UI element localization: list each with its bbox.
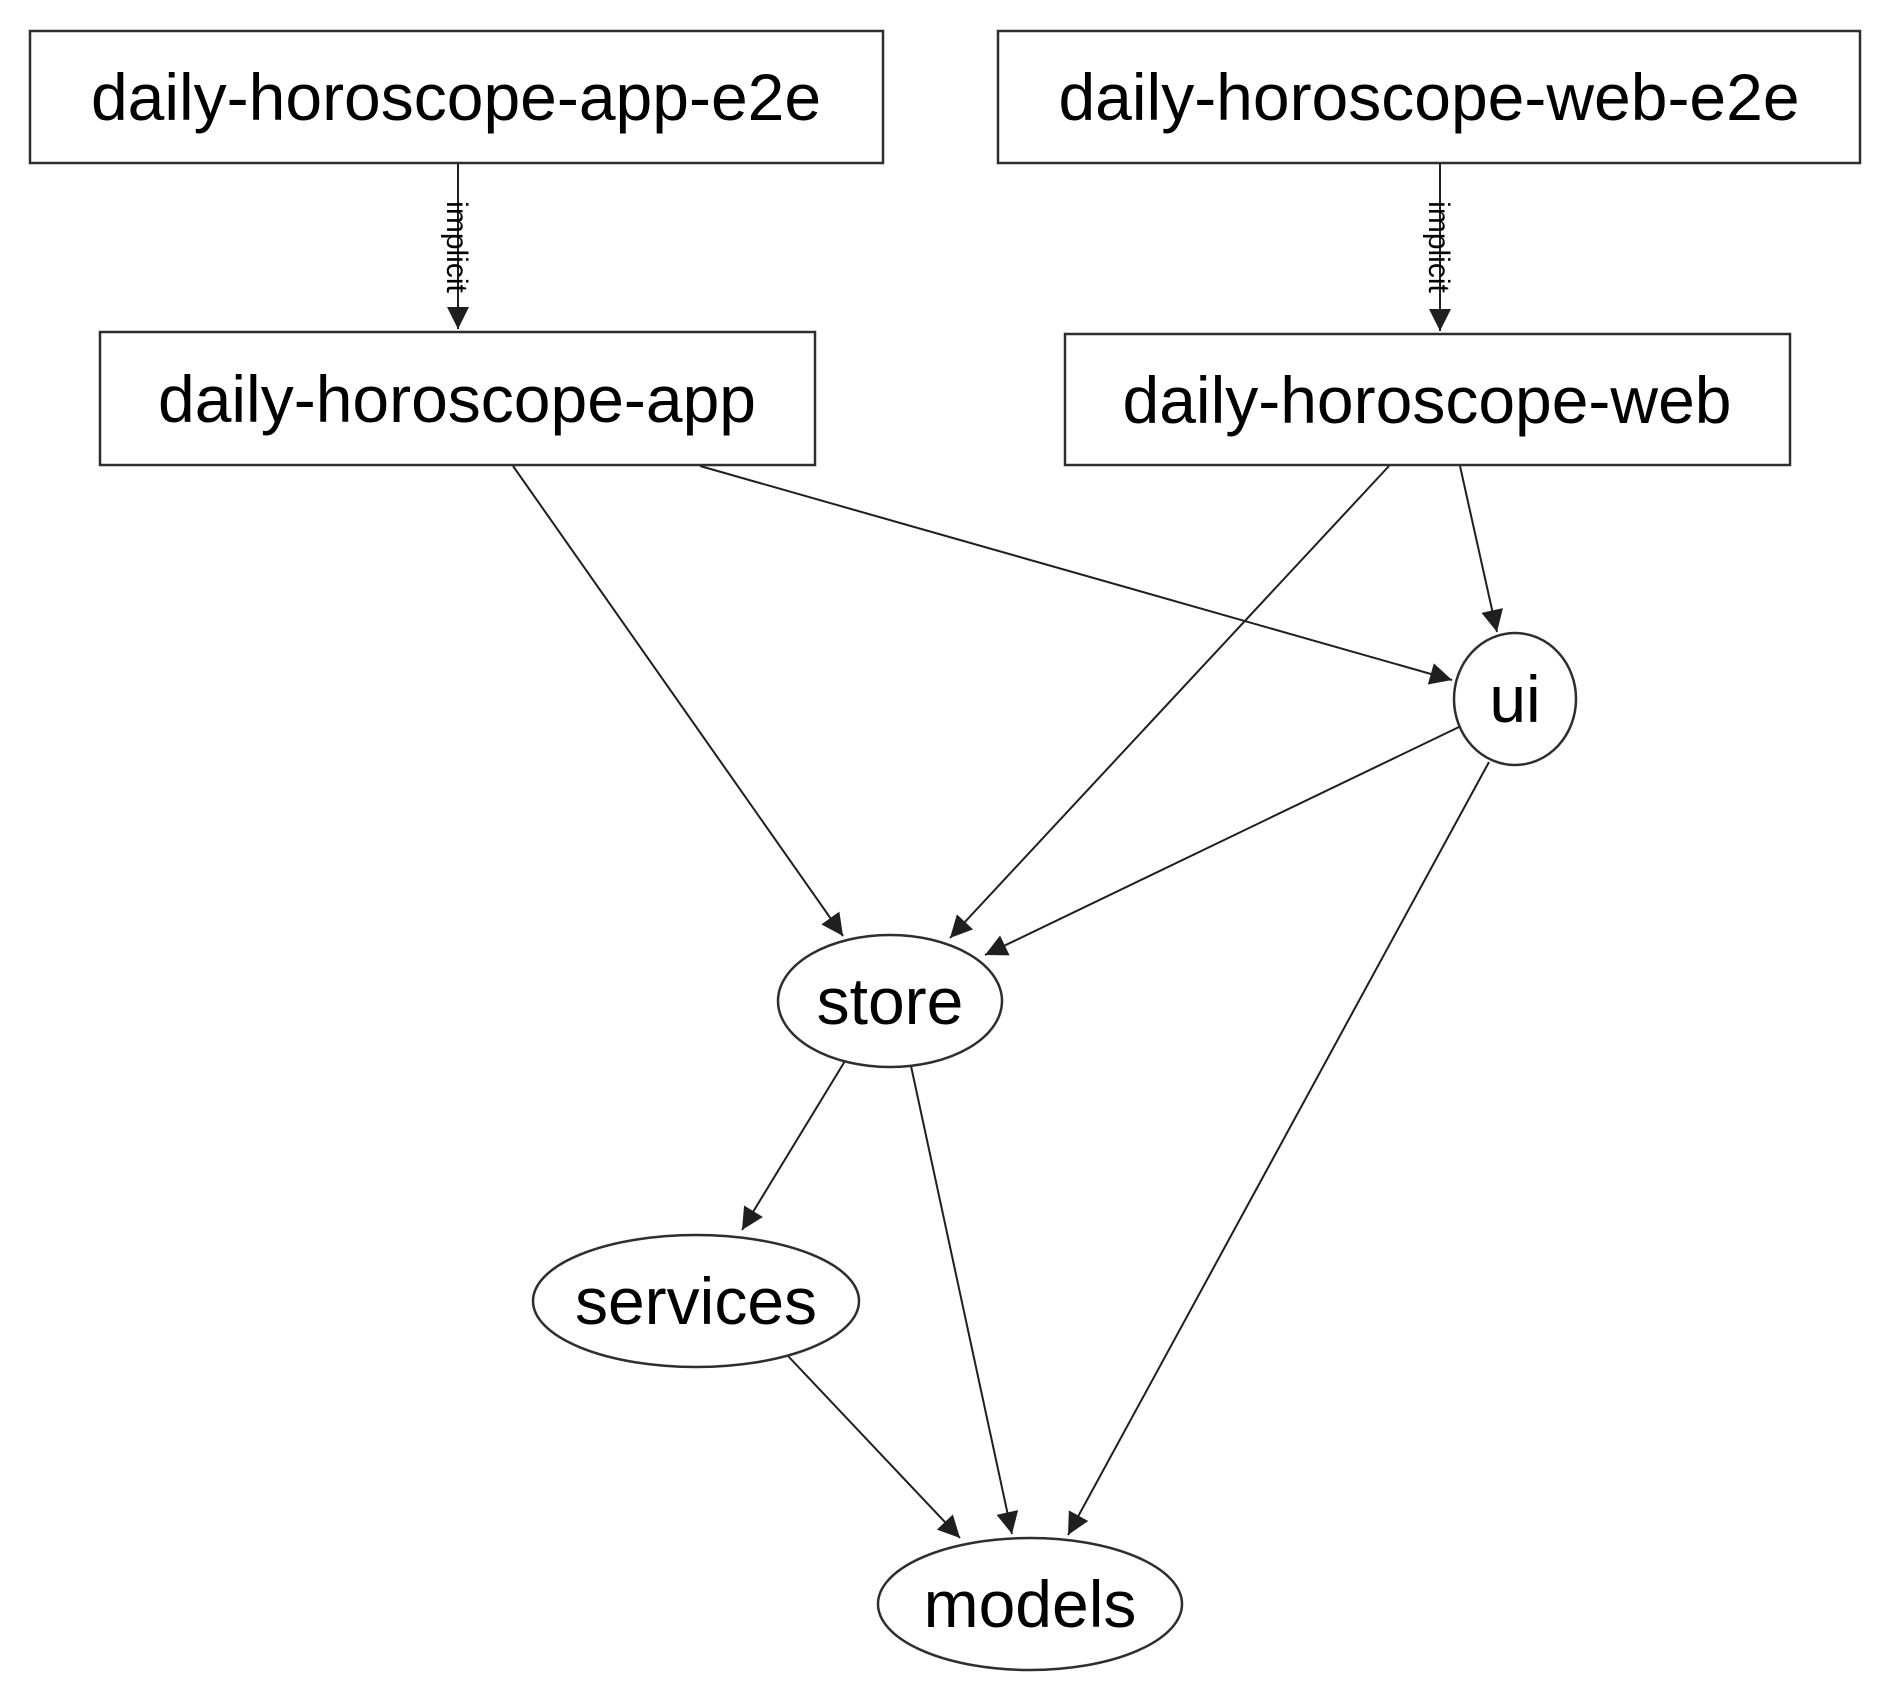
edge-line (984, 726, 1460, 956)
node-daily-horoscope-app-shape (98, 330, 817, 467)
node-daily-horoscope-app-e2e-label: daily-horoscope-app-e2e (91, 60, 821, 134)
node-daily-horoscope-app-e2e: daily-horoscope-app-e2e (28, 29, 885, 165)
node-daily-horoscope-web-e2e-shape (996, 29, 1862, 165)
node-daily-horoscope-app: daily-horoscope-app (98, 330, 817, 467)
edge-line (1459, 465, 1503, 633)
edge-daily-horoscope-app-e2e--daily-horoscope-app: implicit (440, 164, 473, 329)
node-ui: ui (1452, 631, 1578, 767)
node-models-shape (876, 1536, 1184, 1672)
edge-daily-horoscope-app--store (512, 465, 844, 937)
edge-line (512, 465, 844, 937)
node-services: services (531, 1233, 861, 1369)
edge-daily-horoscope-web--ui (1459, 465, 1503, 633)
edge-services--models (787, 1355, 961, 1539)
node-daily-horoscope-web-e2e-label: daily-horoscope-web-e2e (1058, 60, 1799, 134)
edge-daily-horoscope-app--ui (699, 465, 1453, 685)
edge-line (787, 1355, 961, 1539)
edge-daily-horoscope-web-e2e--daily-horoscope-web: implicit (1422, 164, 1455, 331)
edge-ui--store (984, 726, 1460, 956)
node-daily-horoscope-web: daily-horoscope-web (1063, 332, 1792, 467)
node-ui-shape (1452, 631, 1578, 767)
node-services-label: services (575, 1264, 817, 1338)
node-daily-horoscope-app-e2e-shape (28, 29, 885, 165)
edge-line (699, 465, 1453, 685)
edge-line (910, 1065, 1019, 1535)
node-services-shape (531, 1233, 861, 1369)
node-daily-horoscope-web-shape (1063, 332, 1792, 467)
node-store-label: store (817, 964, 964, 1038)
edge-ui--models (1067, 761, 1490, 1536)
node-models: models (876, 1536, 1184, 1672)
edge-line (1067, 761, 1490, 1536)
edge-line (949, 465, 1390, 939)
node-ui-label: ui (1489, 662, 1540, 736)
edge-daily-horoscope-web--store (949, 465, 1390, 939)
node-store: store (776, 933, 1004, 1069)
edge-store--services (741, 1060, 846, 1231)
edge-line (741, 1060, 846, 1231)
edge-store--models (910, 1065, 1019, 1535)
node-store-shape (776, 933, 1004, 1069)
node-daily-horoscope-web-label: daily-horoscope-web (1123, 363, 1732, 437)
node-daily-horoscope-app-label: daily-horoscope-app (158, 362, 756, 436)
edge-label-implicit: implicit (1422, 201, 1455, 293)
edge-label-implicit: implicit (440, 201, 473, 293)
node-models-label: models (924, 1567, 1137, 1641)
node-daily-horoscope-web-e2e: daily-horoscope-web-e2e (996, 29, 1862, 165)
